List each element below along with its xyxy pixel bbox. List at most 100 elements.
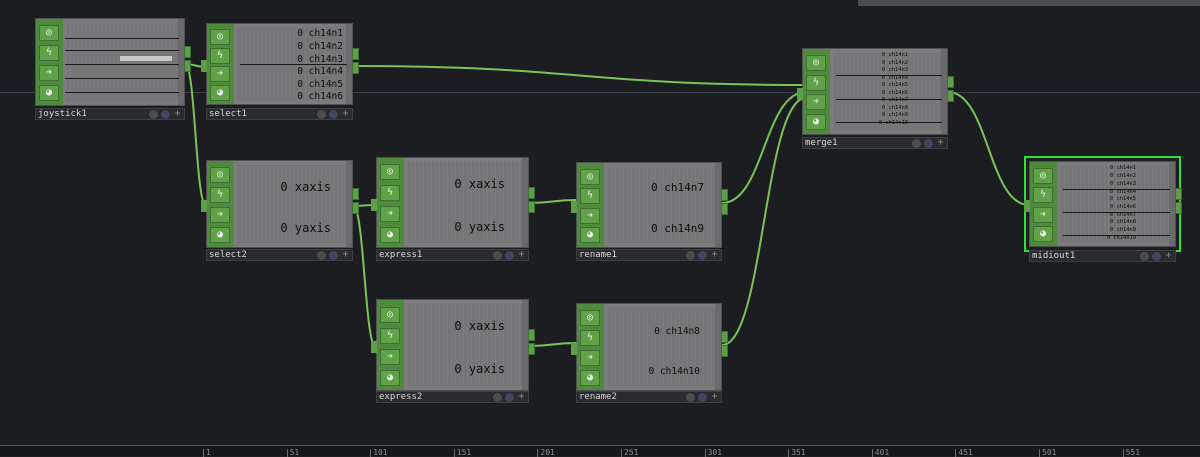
wire[interactable] xyxy=(528,342,577,347)
input-connector[interactable] xyxy=(571,343,577,355)
bypass-icon[interactable]: ϟ xyxy=(210,47,230,64)
output-connector[interactable] xyxy=(352,62,359,74)
output-connector[interactable] xyxy=(528,186,535,199)
node-info-dot[interactable] xyxy=(329,110,338,119)
timeline-ruler[interactable]: 15110115120125130135140145150155160 xyxy=(0,445,1200,457)
viewer-icon[interactable]: ◎ xyxy=(380,306,400,323)
bypass-icon[interactable]: ϟ xyxy=(380,327,400,344)
output-connector[interactable] xyxy=(1175,188,1182,200)
viewer-icon[interactable]: ◎ xyxy=(210,29,230,46)
node-name-bar[interactable]: select1 + xyxy=(206,108,353,120)
wire[interactable] xyxy=(528,199,577,204)
node-express2[interactable]: ◎ ϟ ➔ ◕ xyxy=(376,299,529,391)
export-icon[interactable]: ➔ xyxy=(380,348,400,365)
node-add-icon[interactable]: + xyxy=(174,108,181,119)
node-name[interactable]: rename2 xyxy=(579,392,617,402)
node-viewer[interactable] xyxy=(1060,165,1169,243)
output-connector[interactable] xyxy=(184,46,191,58)
node-add-icon[interactable]: + xyxy=(937,137,944,148)
lock-icon[interactable]: ◕ xyxy=(1033,226,1053,243)
input-connector[interactable] xyxy=(201,200,207,212)
node-name-bar[interactable]: select2+ xyxy=(206,249,353,261)
lock-icon[interactable]: ◕ xyxy=(806,114,826,131)
output-connector[interactable] xyxy=(352,188,359,200)
node-rename1[interactable]: ◎ϟ➔◕ xyxy=(576,162,722,248)
node-name-bar[interactable]: merge1 + xyxy=(802,137,948,149)
output-connector[interactable] xyxy=(721,189,728,201)
lock-icon[interactable]: ◕ xyxy=(210,227,230,243)
input-connector[interactable] xyxy=(797,87,803,100)
node-name[interactable]: express2 xyxy=(379,392,423,402)
node-name-bar[interactable]: midiout1 + xyxy=(1029,250,1176,262)
lock-icon[interactable]: ◕ xyxy=(380,226,400,243)
node-name-bar[interactable]: joystick1 + xyxy=(35,108,185,120)
node-select2[interactable]: ◎ϟ➔◕ xyxy=(206,160,353,248)
output-connector[interactable] xyxy=(721,331,728,343)
node-name[interactable]: midiout1 xyxy=(1032,251,1076,261)
node-midiout1[interactable]: ◎ϟ➔◕ xyxy=(1024,156,1181,252)
node-info-dot[interactable] xyxy=(698,251,707,260)
output-connector[interactable] xyxy=(184,60,191,72)
output-connector[interactable] xyxy=(352,48,359,60)
node-add-icon[interactable]: + xyxy=(518,391,525,402)
output-connector[interactable] xyxy=(721,203,728,215)
node-name-bar[interactable]: rename1+ xyxy=(576,249,722,261)
export-icon[interactable]: ➔ xyxy=(210,66,230,83)
input-connector[interactable] xyxy=(571,201,577,213)
wire[interactable] xyxy=(184,63,207,206)
node-name[interactable]: express1 xyxy=(379,250,423,260)
node-viewer[interactable] xyxy=(66,22,178,102)
bypass-icon[interactable]: ϟ xyxy=(580,330,600,346)
wire[interactable] xyxy=(721,97,807,346)
node-status-dot[interactable] xyxy=(317,251,326,260)
export-icon[interactable]: ➔ xyxy=(806,94,826,111)
node-name[interactable]: merge1 xyxy=(805,138,838,148)
viewer-icon[interactable]: ◎ xyxy=(380,164,400,181)
bypass-icon[interactable]: ϟ xyxy=(39,45,59,61)
output-connector[interactable] xyxy=(947,89,954,102)
node-name[interactable]: joystick1 xyxy=(38,109,87,119)
node-status-dot[interactable] xyxy=(1140,252,1149,261)
viewer-icon[interactable]: ◎ xyxy=(39,25,59,41)
export-icon[interactable]: ➔ xyxy=(1033,206,1053,223)
export-icon[interactable]: ➔ xyxy=(39,65,59,81)
node-name-bar[interactable]: rename2 + xyxy=(576,391,722,403)
node-status-dot[interactable] xyxy=(686,393,695,402)
lock-icon[interactable]: ◕ xyxy=(380,369,400,386)
node-status-dot[interactable] xyxy=(317,110,326,119)
node-info-dot[interactable] xyxy=(1152,252,1161,261)
node-add-icon[interactable]: + xyxy=(711,249,718,260)
lock-icon[interactable]: ◕ xyxy=(39,85,59,101)
node-info-dot[interactable] xyxy=(329,251,338,260)
wire[interactable] xyxy=(352,205,377,348)
node-info-dot[interactable] xyxy=(698,393,707,402)
output-connector[interactable] xyxy=(528,329,535,341)
export-icon[interactable]: ➔ xyxy=(380,205,400,222)
node-name[interactable]: select1 xyxy=(209,109,247,119)
output-connector[interactable] xyxy=(947,75,954,88)
node-add-icon[interactable]: + xyxy=(1165,250,1172,261)
wire[interactable] xyxy=(947,91,1030,206)
viewer-icon[interactable]: ◎ xyxy=(210,167,230,183)
node-add-icon[interactable]: + xyxy=(711,391,718,402)
node-express1[interactable]: ◎ ϟ ➔ ◕ xyxy=(376,157,529,248)
input-connector[interactable] xyxy=(371,341,377,353)
input-connector[interactable] xyxy=(1024,200,1030,212)
export-icon[interactable]: ➔ xyxy=(580,350,600,366)
export-icon[interactable]: ➔ xyxy=(210,207,230,223)
node-viewer[interactable] xyxy=(237,164,346,244)
input-connector[interactable] xyxy=(201,60,207,72)
node-name-bar[interactable]: express2 + xyxy=(376,391,529,403)
node-viewer[interactable] xyxy=(407,161,522,244)
bypass-icon[interactable]: ϟ xyxy=(380,185,400,202)
bypass-icon[interactable]: ϟ xyxy=(806,74,826,91)
lock-icon[interactable]: ◕ xyxy=(580,227,600,244)
node-add-icon[interactable]: + xyxy=(342,249,349,260)
node-status-dot[interactable] xyxy=(149,110,158,119)
node-status-dot[interactable] xyxy=(493,251,502,260)
node-add-icon[interactable]: + xyxy=(342,108,349,119)
node-rename2[interactable]: ◎ϟ➔◕ xyxy=(576,303,722,391)
output-connector[interactable] xyxy=(528,200,535,213)
output-connector[interactable] xyxy=(528,343,535,355)
